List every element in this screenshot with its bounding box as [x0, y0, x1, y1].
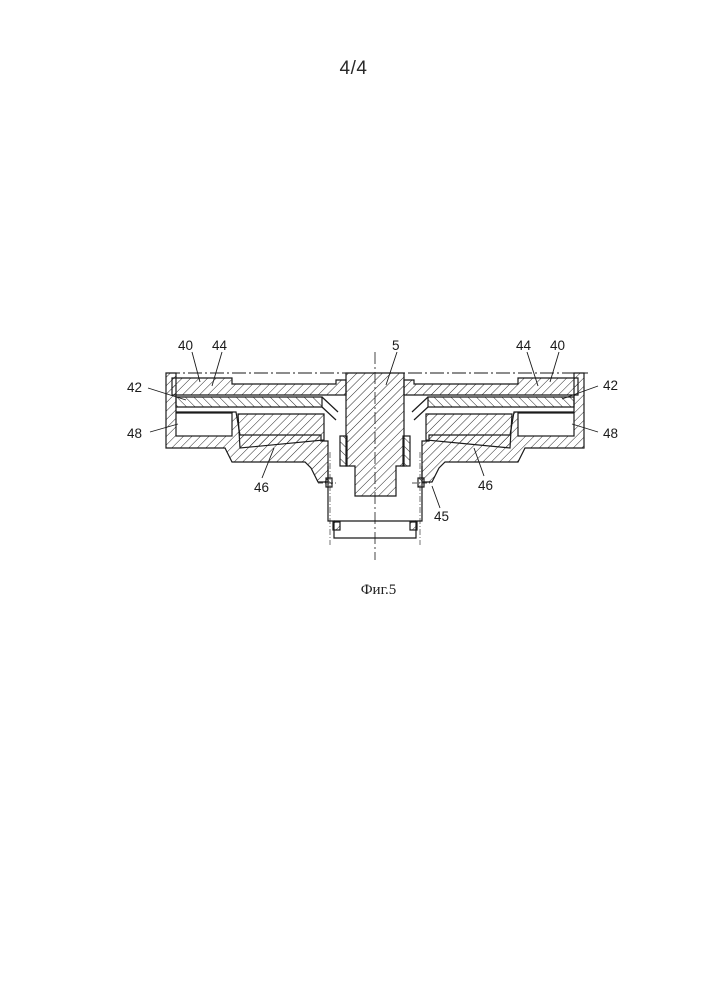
left-half-assembly — [166, 373, 346, 482]
label-44-right: 44 — [516, 338, 532, 353]
label-46-right: 46 — [478, 478, 493, 493]
label-42-right: 42 — [603, 378, 618, 393]
right-half-assembly — [404, 373, 584, 482]
label-5: 5 — [392, 338, 400, 353]
label-44-left: 44 — [212, 338, 228, 353]
left-chamber-48 — [176, 413, 232, 436]
label-45: 45 — [434, 509, 449, 524]
label-40-left: 40 — [178, 338, 193, 353]
figure-caption: Фиг.5 — [0, 582, 707, 599]
central-shaft — [340, 373, 410, 496]
label-46-left: 46 — [254, 480, 269, 495]
label-42-left: 42 — [127, 380, 142, 395]
left-plate-42 — [176, 397, 322, 407]
left-cover-plate — [172, 378, 346, 395]
label-48-right: 48 — [603, 426, 618, 441]
label-48-left: 48 — [127, 426, 142, 441]
label-40-right: 40 — [550, 338, 565, 353]
